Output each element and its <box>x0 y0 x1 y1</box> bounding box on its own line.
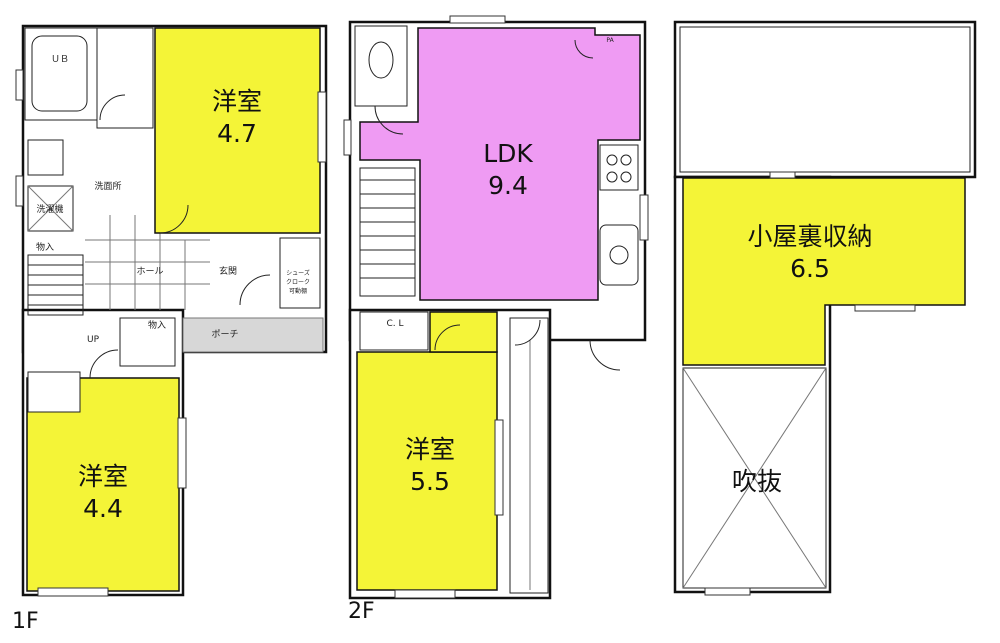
window-1f-left-2 <box>15 175 24 207</box>
room-name-1f-lower: 洋室 <box>78 462 128 491</box>
door-arc-2f-toilet <box>374 105 404 135</box>
label-shoes-2: クローク <box>286 279 310 286</box>
room-name-1f-upper: 洋室 <box>212 87 262 116</box>
label-pa: PA <box>606 37 614 44</box>
room-size-loft-storage: 6.5 <box>790 254 830 283</box>
laundry-diag-2 <box>27 185 74 232</box>
room-name-ldk: LDK <box>483 139 533 168</box>
floor-label-1f: 1F <box>12 609 39 634</box>
porch-area <box>182 317 324 353</box>
room-name-loft-storage: 小屋裏収納 <box>747 222 872 251</box>
label-washroom: 洗面所 <box>94 180 121 192</box>
window-2f-top <box>449 15 506 24</box>
room-size-1f-lower: 4.4 <box>83 494 123 523</box>
shoe-closet <box>279 237 321 309</box>
door-arc-2f-exterior <box>589 339 621 371</box>
balcony <box>509 317 549 594</box>
label-storage-1: 物入 <box>36 241 54 253</box>
room-name-void: 吹抜 <box>732 467 782 496</box>
bedroom-2f <box>356 351 498 591</box>
window-loft-top <box>769 171 796 179</box>
ldk-room <box>359 27 641 301</box>
door-arc-1f-bedroom <box>159 204 189 234</box>
sink <box>599 224 639 286</box>
room-size-2f-bedroom: 5.5 <box>410 467 450 496</box>
bedroom-2f-upper <box>429 311 498 353</box>
label-shoes-3: 可動棚 <box>289 287 307 295</box>
loft-roof-area <box>679 26 971 173</box>
label-entrance: 玄関 <box>219 265 237 277</box>
loft-storage <box>682 177 966 366</box>
label-hall: ホール <box>136 266 163 277</box>
toilet-bowl <box>368 41 394 79</box>
window-1f-right <box>317 91 327 163</box>
floor-2f <box>343 15 649 600</box>
room-size-1f-upper: 4.7 <box>217 119 257 148</box>
window-2f-bedroom <box>494 419 504 516</box>
door-arc-1f-bath <box>99 94 126 121</box>
closet-1f-lower <box>27 371 81 413</box>
window-2f-bottom <box>394 589 456 599</box>
hall-floor-grid <box>85 215 210 310</box>
window-2f-left <box>343 119 352 156</box>
room-size-ldk: 9.4 <box>488 171 528 200</box>
door-arc-1f-entrance <box>239 274 271 306</box>
label-storage-2: 物入 <box>148 319 166 331</box>
stairs-2f <box>359 167 416 297</box>
window-1f-lower-right <box>177 417 187 489</box>
bathtub <box>31 35 88 112</box>
label-porch: ポーチ <box>211 329 238 340</box>
label-shoes-1: シューズ <box>286 269 310 277</box>
floor-label-2f: 2F <box>348 599 375 624</box>
floor-1f <box>15 24 328 597</box>
window-loft-mid <box>854 304 916 312</box>
burner-2 <box>620 154 632 166</box>
door-arc-2f-bedroom <box>434 324 461 351</box>
window-loft-bottom <box>704 587 751 596</box>
bedroom-1f-lower <box>26 377 180 592</box>
floor-loft <box>673 20 977 596</box>
label-ub: ＵＢ <box>51 55 69 65</box>
room-name-2f-bedroom: 洋室 <box>405 435 455 464</box>
burner-3 <box>606 171 618 183</box>
closet-2f <box>359 311 429 351</box>
stove <box>599 144 639 191</box>
stairs-1f <box>27 254 84 316</box>
void-diag-2 <box>682 367 827 589</box>
burner-4 <box>620 171 632 183</box>
label-laundry: 洗濯機 <box>36 203 63 215</box>
label-closet: C. L <box>386 319 403 329</box>
burner-1 <box>606 154 618 166</box>
label-up: UP <box>87 335 100 345</box>
door-arc-2f-balcony <box>514 319 541 346</box>
sink-drain <box>609 245 629 265</box>
window-1f-left-1 <box>15 69 24 101</box>
door-arc-1f-lower <box>89 349 119 379</box>
wash-area <box>96 27 154 129</box>
door-arc-2f-ldk <box>574 39 594 59</box>
vanity-unit <box>27 139 64 176</box>
window-2f-right <box>639 194 649 241</box>
window-1f-bottom <box>37 587 109 597</box>
storage-lower <box>119 317 176 367</box>
